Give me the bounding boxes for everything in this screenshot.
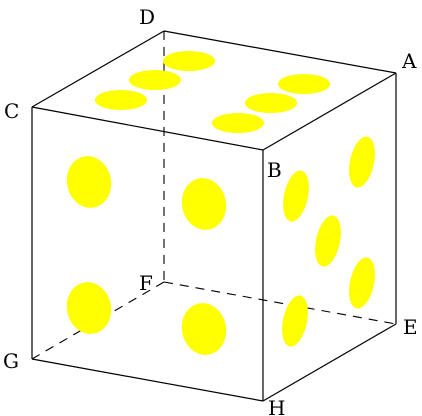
edge-HE — [262, 323, 397, 402]
pip — [129, 70, 181, 90]
vertex-label-D: D — [139, 5, 155, 29]
hidden-edge-FE — [163, 281, 397, 325]
pip — [95, 90, 147, 110]
pip — [66, 156, 112, 208]
vertex-label-G: G — [3, 349, 19, 373]
vertex-label-H: H — [268, 396, 285, 416]
edge-GH — [31, 358, 264, 402]
vertex-label-F: F — [139, 271, 153, 295]
pip — [66, 282, 112, 334]
edge-CB — [31, 106, 264, 151]
pip — [181, 178, 227, 230]
right-face-pips — [282, 136, 375, 347]
front-face-pips — [66, 156, 227, 355]
pip — [163, 51, 215, 71]
edge-DC — [31, 30, 165, 108]
edge-AB — [262, 72, 397, 151]
pip — [283, 170, 309, 222]
vertex-label-A: A — [401, 49, 417, 73]
pip — [245, 93, 297, 113]
pip — [349, 136, 375, 188]
pip — [282, 295, 308, 347]
vertex-label-E: E — [403, 315, 418, 339]
pip — [181, 303, 227, 355]
pip — [349, 257, 375, 309]
top-face-pips — [95, 51, 330, 133]
vertex-label-C: C — [4, 99, 19, 123]
edge-DA — [163, 30, 397, 74]
pip — [212, 113, 264, 133]
pip — [315, 215, 341, 267]
pip — [278, 74, 330, 94]
vertex-label-B: B — [267, 158, 282, 182]
